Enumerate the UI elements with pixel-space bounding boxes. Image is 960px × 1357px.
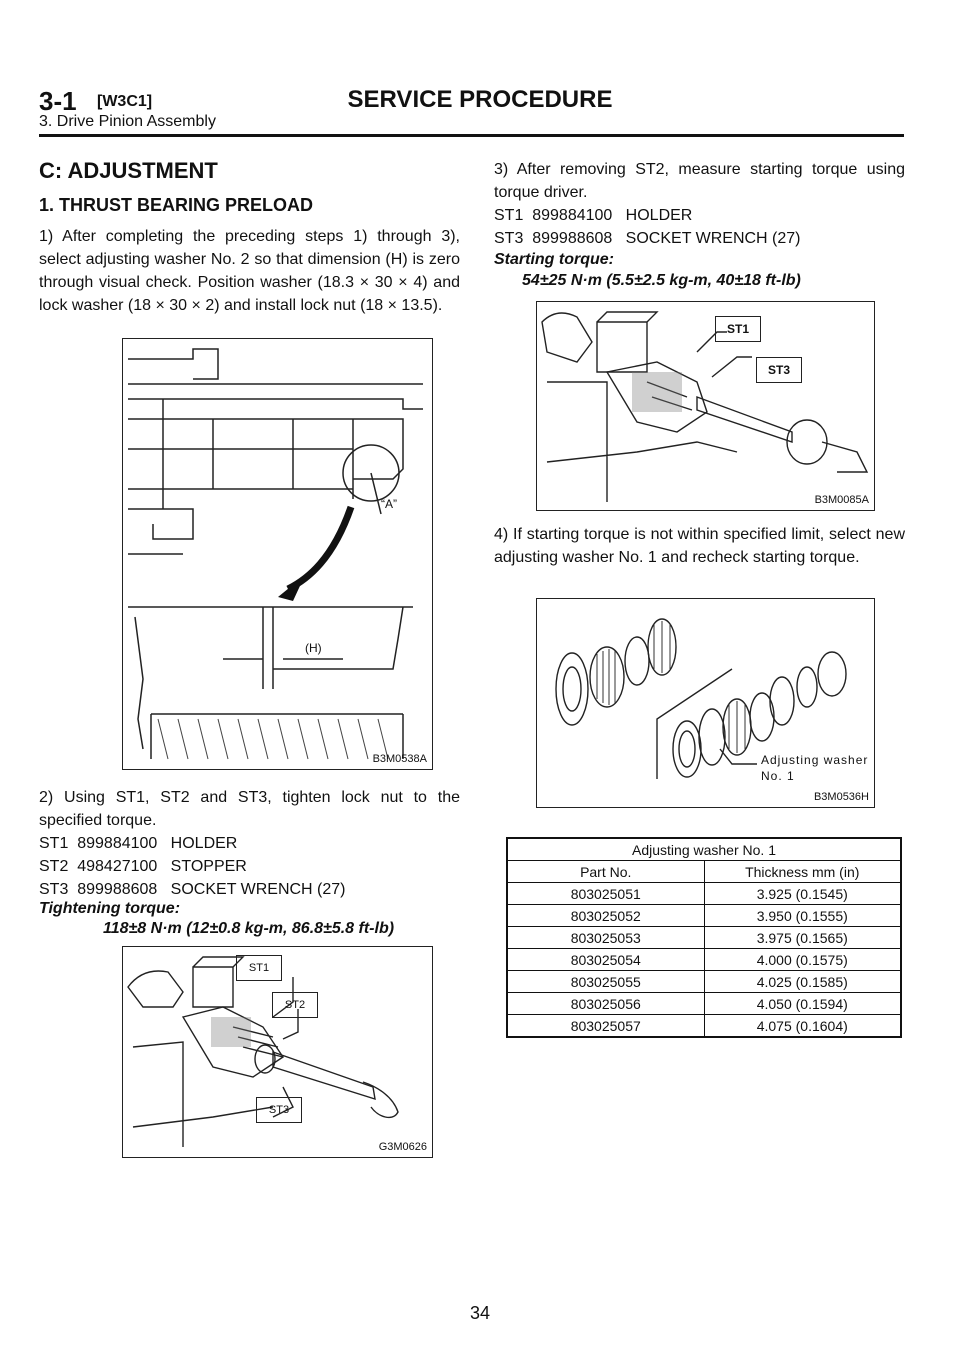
step-1-text: 1) After completing the preceding steps … <box>39 228 460 314</box>
part-no-cell: 803025056 <box>506 992 705 1015</box>
page-title: SERVICE PROCEDURE <box>347 86 613 113</box>
step-2-text: 2) Using ST1, ST2 and ST3, tighten lock … <box>39 789 460 829</box>
label-h: (H) <box>305 641 322 655</box>
thickness-cell: 4.025 (0.1585) <box>703 970 902 993</box>
part-no-cell: 803025057 <box>506 1014 705 1038</box>
thickness-cell: 3.975 (0.1565) <box>703 926 902 949</box>
label-st1: ST1 <box>715 316 761 342</box>
label-adjusting-washer: Adjusting washer <box>761 753 869 767</box>
table-title-row: Adjusting washer No. 1 <box>506 837 902 861</box>
thickness-cell: 4.050 (0.1594) <box>703 992 902 1015</box>
tool-row: ST1 899884100 HOLDER <box>39 835 238 852</box>
torque-label: Starting torque: <box>494 251 614 268</box>
section-number: 3-1 <box>39 86 77 116</box>
thickness-cell: 4.075 (0.1604) <box>703 1014 902 1038</box>
label-no-1: No. 1 <box>761 769 795 783</box>
figure-caption: B3M0538A <box>372 753 427 765</box>
label-st3: ST3 <box>756 357 802 383</box>
section-heading: C: ADJUSTMENT <box>39 158 218 183</box>
col-header-part-no: Part No. <box>506 860 705 883</box>
starting-torque-drawing <box>541 311 869 502</box>
label-a: “A” <box>381 497 397 511</box>
table-header-row: Part No. Thickness mm (in) <box>506 860 902 883</box>
figure-thrust-bearing: “A” (H) B3M0538A <box>122 338 433 770</box>
tool-row: ST2 498427100 STOPPER <box>39 858 247 875</box>
figure-tightening: ST1 ST2 ST3 G3M0626 <box>122 946 433 1158</box>
thrust-bearing-drawing <box>128 348 423 760</box>
tool-row: ST3 899988608 SOCKET WRENCH (27) <box>494 230 801 247</box>
part-no-cell: 803025051 <box>506 882 705 905</box>
adjusting-washer-table: Adjusting washer No. 1 Part No. Thicknes… <box>506 837 902 1038</box>
part-no-cell: 803025054 <box>506 948 705 971</box>
section-code: [W3C1] <box>97 93 153 110</box>
thickness-cell: 3.925 (0.1545) <box>703 882 902 905</box>
tool-row: ST1 899884100 HOLDER <box>494 207 693 224</box>
tool-list-step2: ST1 899884100 HOLDER ST2 498427100 STOPP… <box>39 832 346 901</box>
thickness-cell: 4.000 (0.1575) <box>703 948 902 971</box>
torque-value: 54±25 N·m (5.5±2.5 kg-m, 40±18 ft-lb) <box>522 272 801 289</box>
figure-adjusting-washer: Adjusting washer No. 1 B3M0536H <box>536 598 875 808</box>
figure-caption: B3M0085A <box>814 494 869 506</box>
page-number: 34 <box>469 1303 491 1323</box>
part-no-cell: 803025052 <box>506 904 705 927</box>
label-st2: ST2 <box>272 992 318 1018</box>
figure-caption: B3M0536H <box>813 791 869 803</box>
thickness-cell: 3.950 (0.1555) <box>703 904 902 927</box>
header-rule <box>39 134 904 137</box>
tool-row: ST3 899988608 SOCKET WRENCH (27) <box>39 881 346 898</box>
torque-value: 118±8 N·m (12±0.8 kg-m, 86.8±5.8 ft-lb) <box>103 920 395 937</box>
part-no-cell: 803025053 <box>506 926 705 949</box>
col-header-thickness: Thickness mm (in) <box>703 860 902 883</box>
table-title: Adjusting washer No. 1 <box>506 837 902 861</box>
washer-exploded-drawing <box>555 618 847 779</box>
figure-caption: G3M0626 <box>378 1141 427 1153</box>
page-subtitle: 3. Drive Pinion Assembly <box>39 113 216 130</box>
torque-label: Tightening torque: <box>39 900 181 917</box>
step-3-text: 3) After removing ST2, measure starting … <box>494 161 905 201</box>
label-st1: ST1 <box>236 955 282 981</box>
step-4-text: 4) If starting torque is not within spec… <box>494 526 905 566</box>
part-no-cell: 803025055 <box>506 970 705 993</box>
label-st3: ST3 <box>256 1097 302 1123</box>
figure-starting-torque: ST1 ST3 B3M0085A <box>536 301 875 511</box>
tool-list-step3: ST1 899884100 HOLDER ST3 899988608 SOCKE… <box>494 204 801 250</box>
tightening-drawing <box>127 956 399 1147</box>
sub-heading: 1. THRUST BEARING PRELOAD <box>39 195 314 215</box>
